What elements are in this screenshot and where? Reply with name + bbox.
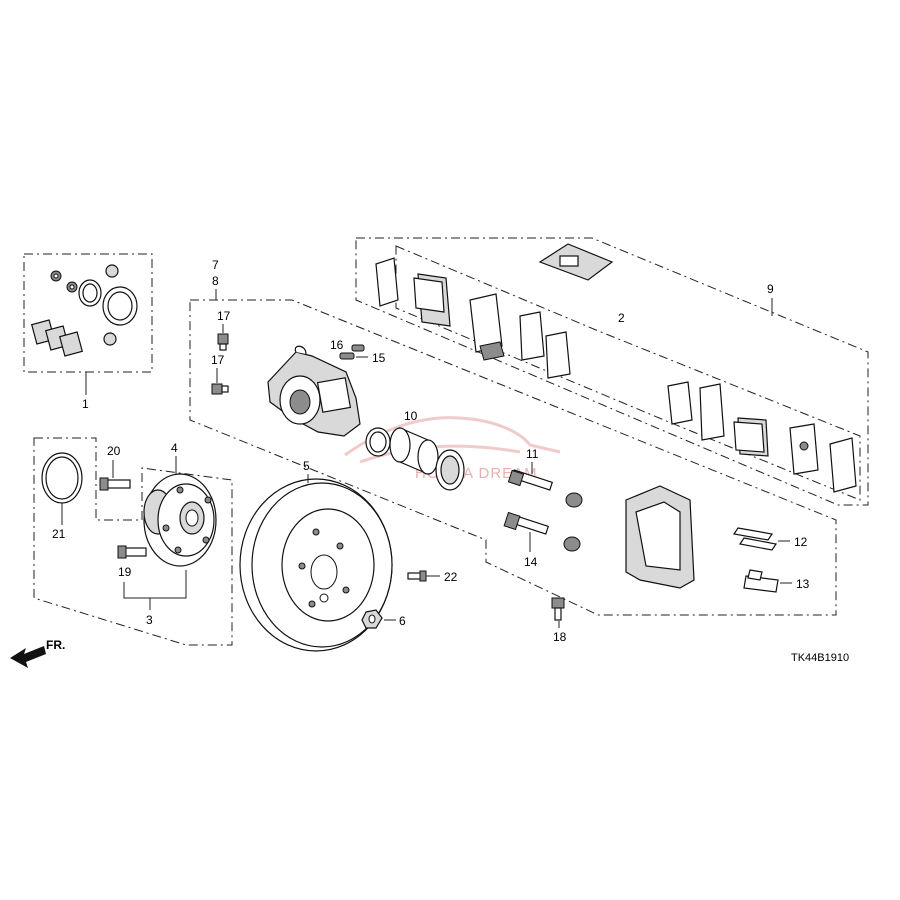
pin-boot-a (565, 492, 583, 508)
callout-13: 13 (796, 577, 810, 591)
shim-13 (743, 569, 779, 593)
screw-22 (407, 570, 427, 582)
caliper-body (267, 345, 361, 437)
callout-19: 19 (118, 565, 132, 579)
brake-disc (239, 478, 393, 652)
pad-set-group: 9 2 (355, 237, 869, 506)
bleeder-17a (217, 333, 229, 351)
guide-pin-11 (507, 469, 554, 491)
brake-pad-d (789, 423, 819, 475)
callout-11: 11 (526, 447, 539, 461)
callout-4: 4 (171, 441, 178, 455)
callout-17b: 17 (211, 353, 225, 367)
callout-10: 10 (404, 409, 418, 423)
callout-14: 14 (524, 555, 538, 569)
hub-bearing-4 (143, 473, 217, 567)
brake-pad-b (469, 293, 505, 361)
caliper-group: 7 8 17 17 16 15 (189, 258, 837, 616)
piston-boot (435, 449, 465, 491)
callout-18: 18 (553, 630, 567, 644)
callout-20: 20 (107, 444, 121, 458)
front-label: FR. (46, 638, 65, 652)
guide-pin-14 (503, 511, 550, 535)
callout-21: 21 (52, 527, 66, 541)
bleeder-17b (211, 383, 229, 395)
piston-10 (389, 427, 439, 475)
callout-22: 22 (444, 570, 458, 584)
pad-shims-right (667, 381, 725, 441)
pin-boot-b (563, 536, 581, 552)
caliper-bracket (625, 485, 695, 589)
callout-2: 2 (618, 311, 625, 325)
nut-6 (361, 609, 383, 629)
hub-group: 21 20 4 19 3 (33, 437, 233, 646)
front-direction-arrow: FR. (10, 638, 65, 668)
clip-16 (351, 344, 365, 352)
callout-8: 8 (212, 274, 219, 288)
clip-15 (339, 352, 355, 360)
hub-oring-21 (41, 452, 83, 504)
callout-6: 6 (399, 614, 406, 628)
pad-grease-pack (538, 243, 614, 281)
diagram-code: TK44B1910 (791, 652, 849, 664)
seal-kit-group: 1 (23, 253, 153, 411)
callout-5: 5 (303, 459, 310, 473)
seal-kit-parts (30, 264, 138, 357)
callout-9: 9 (767, 282, 774, 296)
brake-pad-a (413, 273, 451, 327)
pad-shims-mid (519, 311, 571, 379)
callout-7: 7 (212, 258, 219, 272)
hub-bolt-19 (117, 545, 147, 559)
piston-seal (365, 427, 391, 457)
callout-12: 12 (794, 535, 808, 549)
callout-3: 3 (146, 613, 153, 627)
shim-12 (732, 527, 778, 551)
callout-1: 1 (82, 397, 89, 411)
bolt-18 (551, 597, 565, 621)
hub-bolt-20 (99, 477, 131, 491)
pad-shim-outer (829, 437, 857, 493)
brake-pad-c (733, 417, 769, 457)
callout-15: 15 (372, 351, 386, 365)
pad-shims-left (375, 257, 399, 307)
callout-16: 16 (330, 338, 344, 352)
callout-17a: 17 (217, 309, 231, 323)
